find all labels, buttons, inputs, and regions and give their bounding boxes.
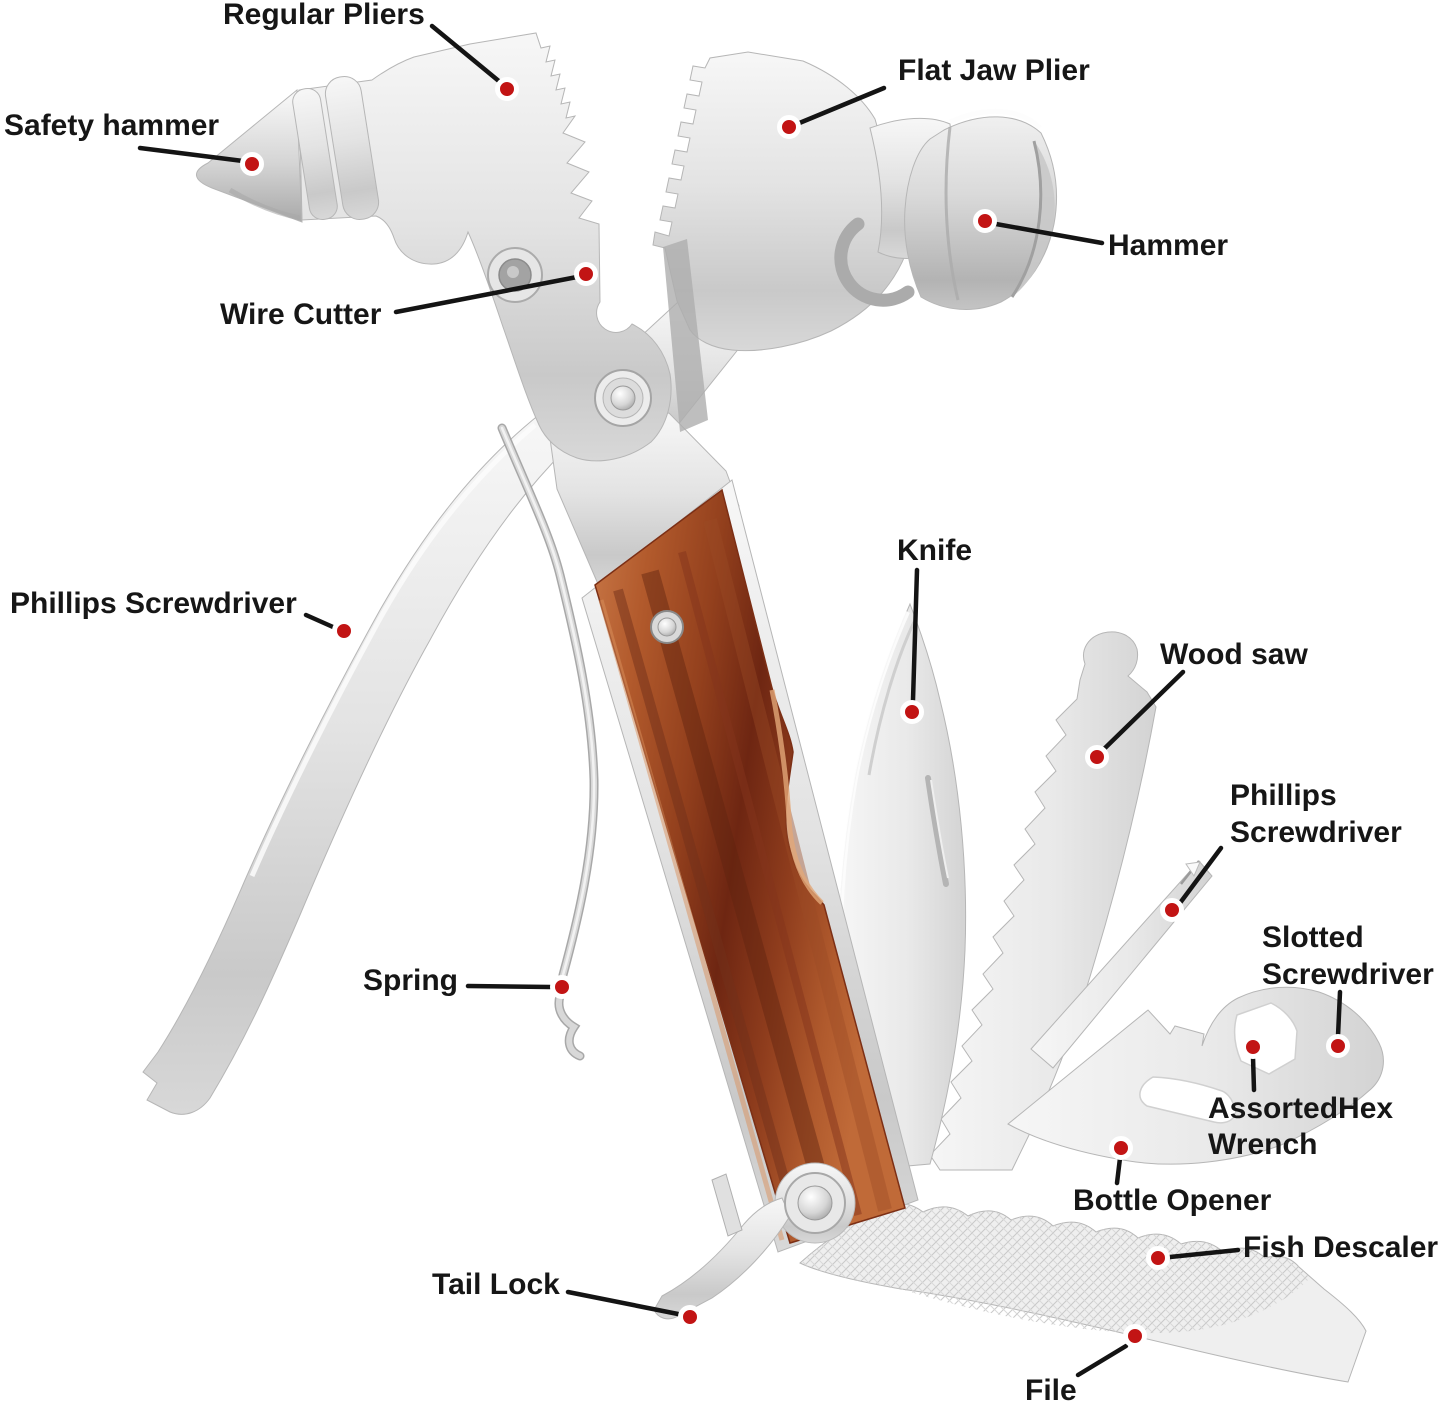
leader-knife: [910, 567, 920, 703]
label-slotted-line2: Screwdriver: [1262, 958, 1434, 991]
label-slotted-line1: Slotted: [1262, 921, 1364, 954]
marker-wood-saw: [1085, 745, 1109, 769]
label-phillips-right-line1: Phillips: [1230, 779, 1337, 812]
label-spring: Spring: [363, 964, 458, 997]
leader-phillips-right: [1177, 845, 1224, 906]
marker-wire-cutter: [574, 262, 598, 286]
safety-hammer-tip: [196, 76, 380, 223]
opener-cutout: [1139, 1076, 1237, 1124]
label-fish-descaler: Fish Descaler: [1243, 1231, 1438, 1264]
label-phillips-right-line2: Screwdriver: [1230, 816, 1402, 849]
leader-fish-descaler: [1167, 1247, 1241, 1260]
leader-tail-lock: [565, 1289, 681, 1317]
label-hex-wrench-line2: Wrench: [1208, 1128, 1317, 1161]
leader-regular-pliers: [429, 23, 503, 85]
marker-phillips-left: [332, 619, 356, 643]
label-regular-pliers: Regular Pliers: [223, 0, 425, 31]
marker-hammer: [973, 209, 997, 233]
marker-flat-jaw-plier: [777, 115, 801, 139]
marker-slotted: [1326, 1034, 1350, 1058]
leader-phillips-left: [303, 612, 336, 630]
marker-spring: [550, 975, 574, 999]
leader-flat-jaw-plier: [794, 85, 887, 127]
label-flat-jaw-plier: Flat Jaw Plier: [898, 54, 1090, 87]
label-hex-wrench-line1: AssortedHex: [1208, 1092, 1393, 1125]
pivot-screw-top: [594, 369, 652, 427]
label-file: File: [1025, 1374, 1077, 1406]
left-handle-phillips-arm: [142, 413, 566, 1115]
leader-hex-wrench: [1250, 1054, 1257, 1093]
marker-fish-descaler: [1146, 1246, 1170, 1270]
label-hammer: Hammer: [1108, 229, 1228, 262]
left-jaw-regular-pliers: [298, 32, 672, 462]
leader-bottle-opener: [1114, 1155, 1123, 1186]
label-safety-hammer: Safety hammer: [4, 109, 219, 142]
marker-bottle-opener: [1109, 1136, 1133, 1160]
label-wire-cutter: Wire Cutter: [220, 298, 382, 331]
wood-handle: [581, 479, 919, 1253]
marker-knife: [900, 700, 924, 724]
label-tail-lock: Tail Lock: [432, 1268, 560, 1301]
leader-hammer: [993, 221, 1105, 246]
marker-hex-wrench: [1241, 1035, 1265, 1059]
label-phillips-left: Phillips Screwdriver: [10, 587, 297, 620]
tail-lock-lever: [653, 1162, 856, 1320]
label-knife: Knife: [897, 534, 972, 567]
marker-tail-lock: [678, 1305, 702, 1329]
jaw-gap-shadow: [663, 239, 708, 432]
leader-wood-saw: [1101, 669, 1186, 752]
spring-clip: [497, 423, 599, 1061]
annotations: Regular Pliers Safety hammer Flat Jaw Pl…: [4, 0, 1438, 1406]
marker-file: [1123, 1324, 1147, 1348]
leader-safety-hammer: [137, 145, 246, 164]
leader-wire-cutter: [393, 274, 580, 315]
left-handle-highlight: [249, 423, 537, 877]
leader-file: [1075, 1343, 1129, 1378]
leader-spring: [465, 983, 553, 990]
label-wood-saw: Wood saw: [1160, 638, 1308, 671]
pivot-screw-bottom: [784, 1172, 846, 1234]
handle-rivet: [650, 610, 684, 644]
marker-phillips-right: [1160, 898, 1184, 922]
label-bottle-opener: Bottle Opener: [1073, 1184, 1272, 1217]
marker-safety-hammer: [240, 152, 264, 176]
marker-regular-pliers: [495, 77, 519, 101]
leader-slotted: [1335, 989, 1343, 1039]
